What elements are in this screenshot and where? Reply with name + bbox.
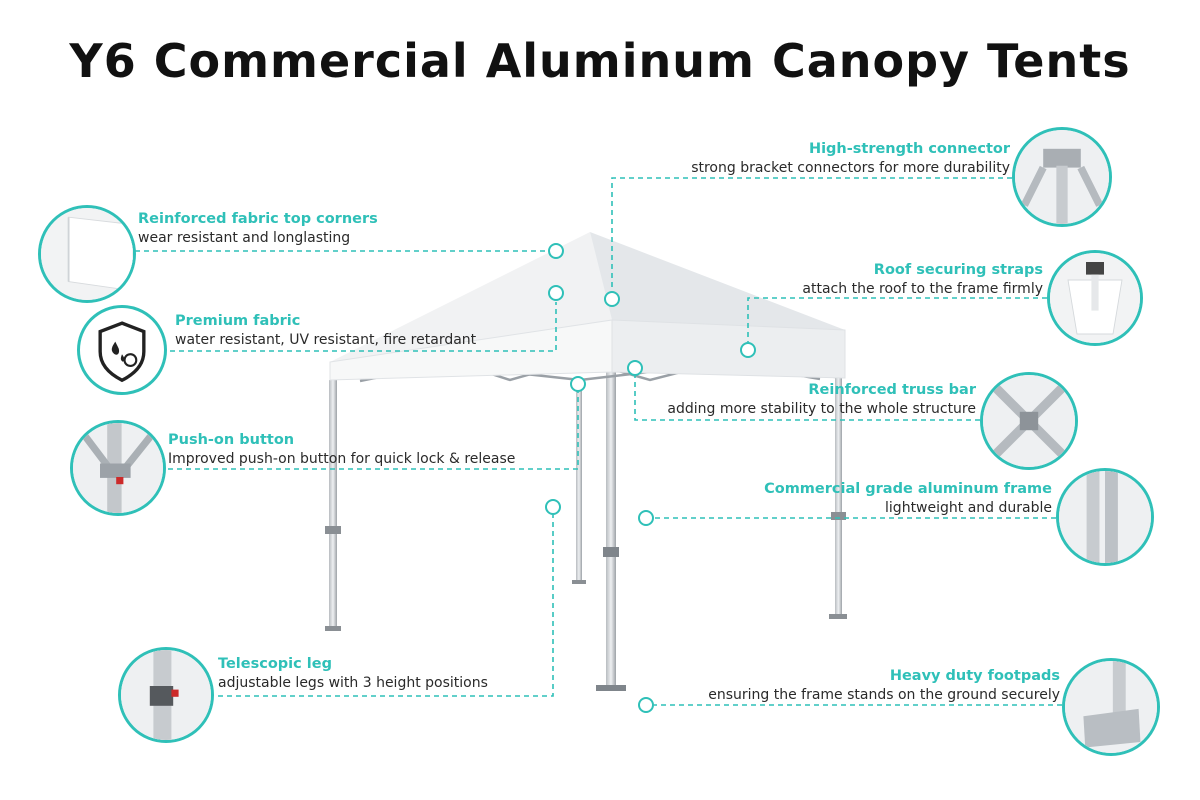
feature-fabric-corners: Reinforced fabric top corners wear resis… [138, 211, 378, 246]
feature-heading: Push-on button [168, 432, 295, 448]
leader-lines [135, 177, 1062, 706]
feature-description: ensuring the frame stands on the ground … [708, 687, 1060, 703]
shield-icon [98, 321, 146, 383]
feature-heading: High-strength connector [808, 141, 1010, 157]
feature-description: attach the roof to the frame firmly [802, 281, 1043, 297]
feature-push-button: Push-on button Improved push-on button f… [168, 432, 515, 467]
feature-heading: Roof securing straps [873, 262, 1043, 278]
feature-description: water resistant, UV resistant, fire reta… [175, 332, 477, 348]
frame-thumbnail [1056, 468, 1154, 566]
feature-description: strong bracket connectors for more durab… [691, 160, 1010, 176]
feature-aluminum-frame: Commercial grade aluminum frame lightwei… [764, 481, 1052, 516]
feature-description: lightweight and durable [885, 500, 1052, 516]
feature-heading: Premium fabric [175, 313, 301, 329]
feature-footpads: Heavy duty footpads ensuring the frame s… [708, 668, 1060, 703]
feature-connector: High-strength connector strong bracket c… [691, 141, 1010, 176]
feature-heading: Heavy duty footpads [889, 668, 1060, 684]
tent-leg-left [329, 380, 337, 628]
push-button-thumbnail [70, 420, 166, 516]
feature-truss-bar: Reinforced truss bar adding more stabili… [667, 382, 976, 417]
feature-telescopic-leg: Telescopic leg adjustable legs with 3 he… [218, 656, 488, 691]
callout-dots [545, 243, 756, 713]
canopy-roof [329, 232, 846, 381]
strap-thumbnail [1047, 250, 1143, 346]
feature-heading: Reinforced truss bar [808, 382, 976, 398]
footpad-thumbnail [1062, 658, 1160, 756]
feature-premium-fabric: Premium fabric water resistant, UV resis… [175, 313, 476, 348]
feature-roof-straps: Roof securing straps attach the roof to … [802, 262, 1043, 297]
feature-heading: Reinforced fabric top corners [138, 211, 378, 227]
tent-leg-back [576, 380, 582, 582]
feature-description: adjustable legs with 3 height positions [218, 675, 488, 691]
feature-heading: Commercial grade aluminum frame [764, 481, 1052, 497]
feature-description: Improved push-on button for quick lock &… [168, 451, 516, 467]
connector-thumbnail [1012, 127, 1112, 227]
premium-fabric-thumbnail [77, 305, 167, 395]
telescopic-leg-thumbnail [118, 647, 214, 743]
page-title: Y6 Commercial Aluminum Canopy Tents [69, 34, 1131, 88]
feature-description: adding more stability to the whole struc… [667, 401, 976, 417]
tent-leg-front [606, 372, 616, 687]
feature-heading: Telescopic leg [218, 656, 332, 672]
truss-thumbnail [980, 372, 1078, 470]
fabric-corner-thumbnail [38, 205, 136, 303]
feature-description: wear resistant and longlasting [138, 230, 351, 246]
tent-leg-right [835, 378, 842, 618]
